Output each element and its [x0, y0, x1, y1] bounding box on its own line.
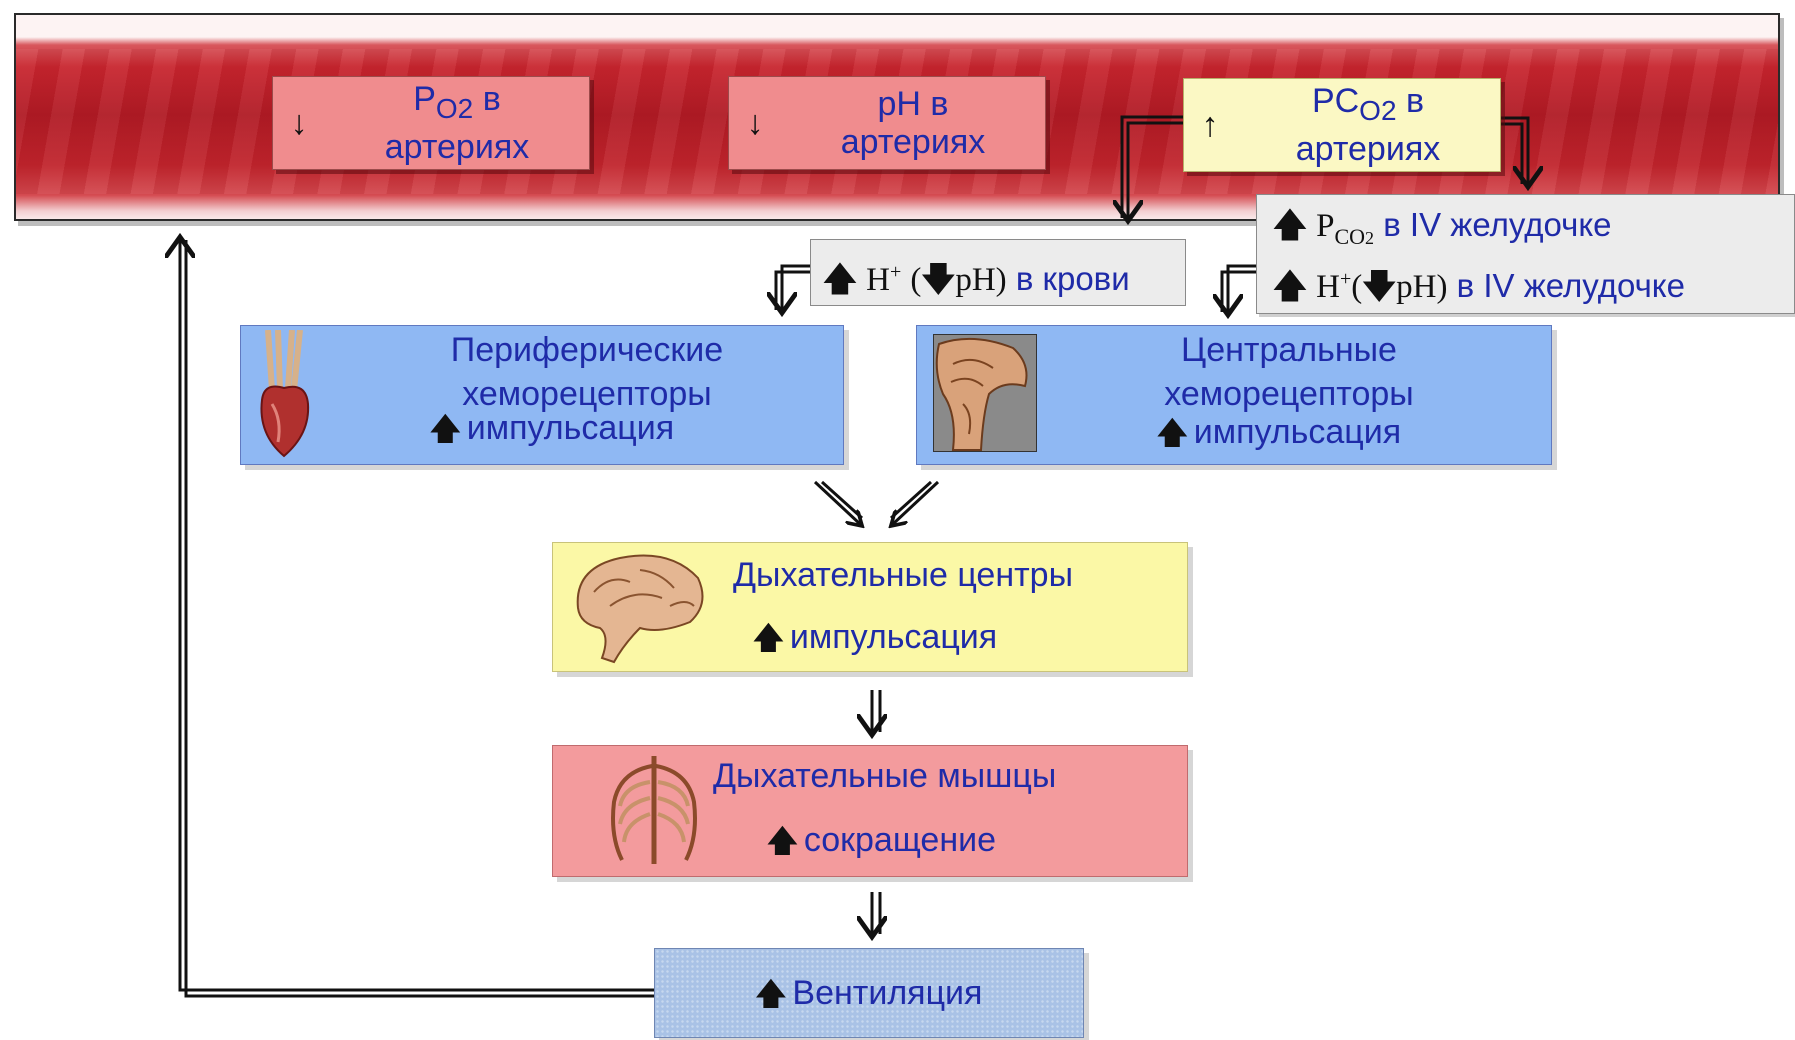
p-symbol: P [1316, 208, 1335, 244]
pco2-rest: в [1396, 82, 1425, 121]
blood-h-box: 🡅 H+ (🡇pH) в крови [810, 239, 1186, 306]
peripheral-line3: импульсация [466, 409, 675, 447]
pco2-sub: O2 [1359, 94, 1397, 126]
up-arrow-icon: 🡅 [823, 260, 857, 297]
ventricle-line-pco2: 🡅 PCO2 в IV желудочке [1273, 195, 1794, 251]
resp-muscles-line2: сокращение [803, 821, 997, 859]
h-sup: + [889, 261, 902, 283]
up-arrow-icon: 🡅 [1273, 267, 1307, 304]
peripheral-line1: Периферические [450, 331, 724, 369]
ventilation-box: 🡅Вентиляция [654, 948, 1084, 1038]
ventricle-box: 🡅 PCO2 в IV желудочке 🡅 H+(🡇pH) в IV жел… [1256, 194, 1795, 314]
up-arrow-icon: 🡅 [755, 978, 787, 1011]
up-arrow-icon: 🡅 [1156, 417, 1188, 450]
up-arrow-icon: 🡅 [429, 413, 461, 446]
po2-arteries-box: ↓ PO2 в артериях [272, 76, 590, 170]
up-arrow-icon: ↑ [1201, 105, 1219, 144]
h-symbol: H [1316, 269, 1340, 305]
pco2-arteries-box: ↑ PCO2 в артериях [1183, 78, 1501, 172]
ventricle-suffix-2: в IV желудочке [1456, 267, 1685, 304]
two-sub: 2 [1365, 227, 1375, 248]
ph-label: pH) [1396, 269, 1448, 305]
up-arrow-icon: 🡅 [1273, 206, 1307, 243]
peripheral-line2: хеморецепторы [462, 375, 712, 413]
ph-line1: pH в [877, 85, 949, 123]
arrow-peripheral-to-centers [813, 480, 860, 524]
po2-line2: артериях [384, 127, 530, 166]
brain-icon [576, 554, 704, 664]
ventricle-suffix-1: в IV желудочке [1383, 206, 1612, 243]
down-arrow-icon: ↓ [746, 103, 764, 142]
resp-centers-line1: Дыхательные центры [733, 556, 1074, 594]
resp-centers-line2: импульсация [789, 618, 998, 656]
open-paren: ( [910, 262, 922, 298]
central-line3: импульсация [1193, 413, 1402, 451]
brainstem-icon [933, 334, 1037, 452]
ph-arteries-box: ↓ pH в артериях [728, 76, 1046, 170]
arrow-ventricle-to-central [1228, 264, 1256, 312]
h-sup: + [1339, 268, 1352, 290]
h-symbol: H [866, 262, 890, 298]
arrow-blood-to-peripheral [782, 264, 810, 310]
arrow-central-to-centers [893, 480, 940, 524]
arrow-pco2-to-blood [1128, 121, 1183, 218]
arrow-ventilation-feedback [180, 240, 654, 992]
down-arrow-icon: 🡇 [921, 260, 956, 297]
arrow-pco2-to-ventricle [1501, 116, 1528, 184]
resp-muscles-line1: Дыхательные мышцы [713, 757, 1057, 795]
ph-line2: артериях [840, 123, 986, 161]
down-arrow-icon: 🡇 [1362, 267, 1397, 304]
open-paren: ( [1351, 269, 1363, 305]
up-arrow-icon: 🡅 [753, 622, 784, 655]
ribcage-icon [611, 756, 697, 864]
po2-sub: O2 [435, 92, 474, 124]
central-line2: хеморецепторы [1164, 375, 1414, 413]
ventilation-label: Вентиляция [792, 974, 983, 1012]
ventricle-line-h: 🡅 H+(🡇pH) в IV желудочке [1273, 251, 1794, 307]
heart-icon [260, 330, 310, 458]
ph-label: pH) [955, 262, 1007, 298]
pco2-label: PC [1311, 82, 1360, 121]
po2-rest: в [473, 80, 501, 119]
blood-suffix: в крови [1015, 260, 1130, 297]
pco2-line2: артериях [1295, 129, 1441, 168]
po2-label: P [413, 80, 436, 119]
co-sub: CO [1334, 223, 1366, 249]
up-arrow-icon: 🡅 [767, 825, 798, 858]
down-arrow-icon: ↓ [290, 103, 308, 142]
peripheral-chemoreceptors-box: Периферические хеморецепторы 🡅импульсаци… [240, 325, 844, 465]
central-line1: Центральные [1181, 331, 1397, 369]
